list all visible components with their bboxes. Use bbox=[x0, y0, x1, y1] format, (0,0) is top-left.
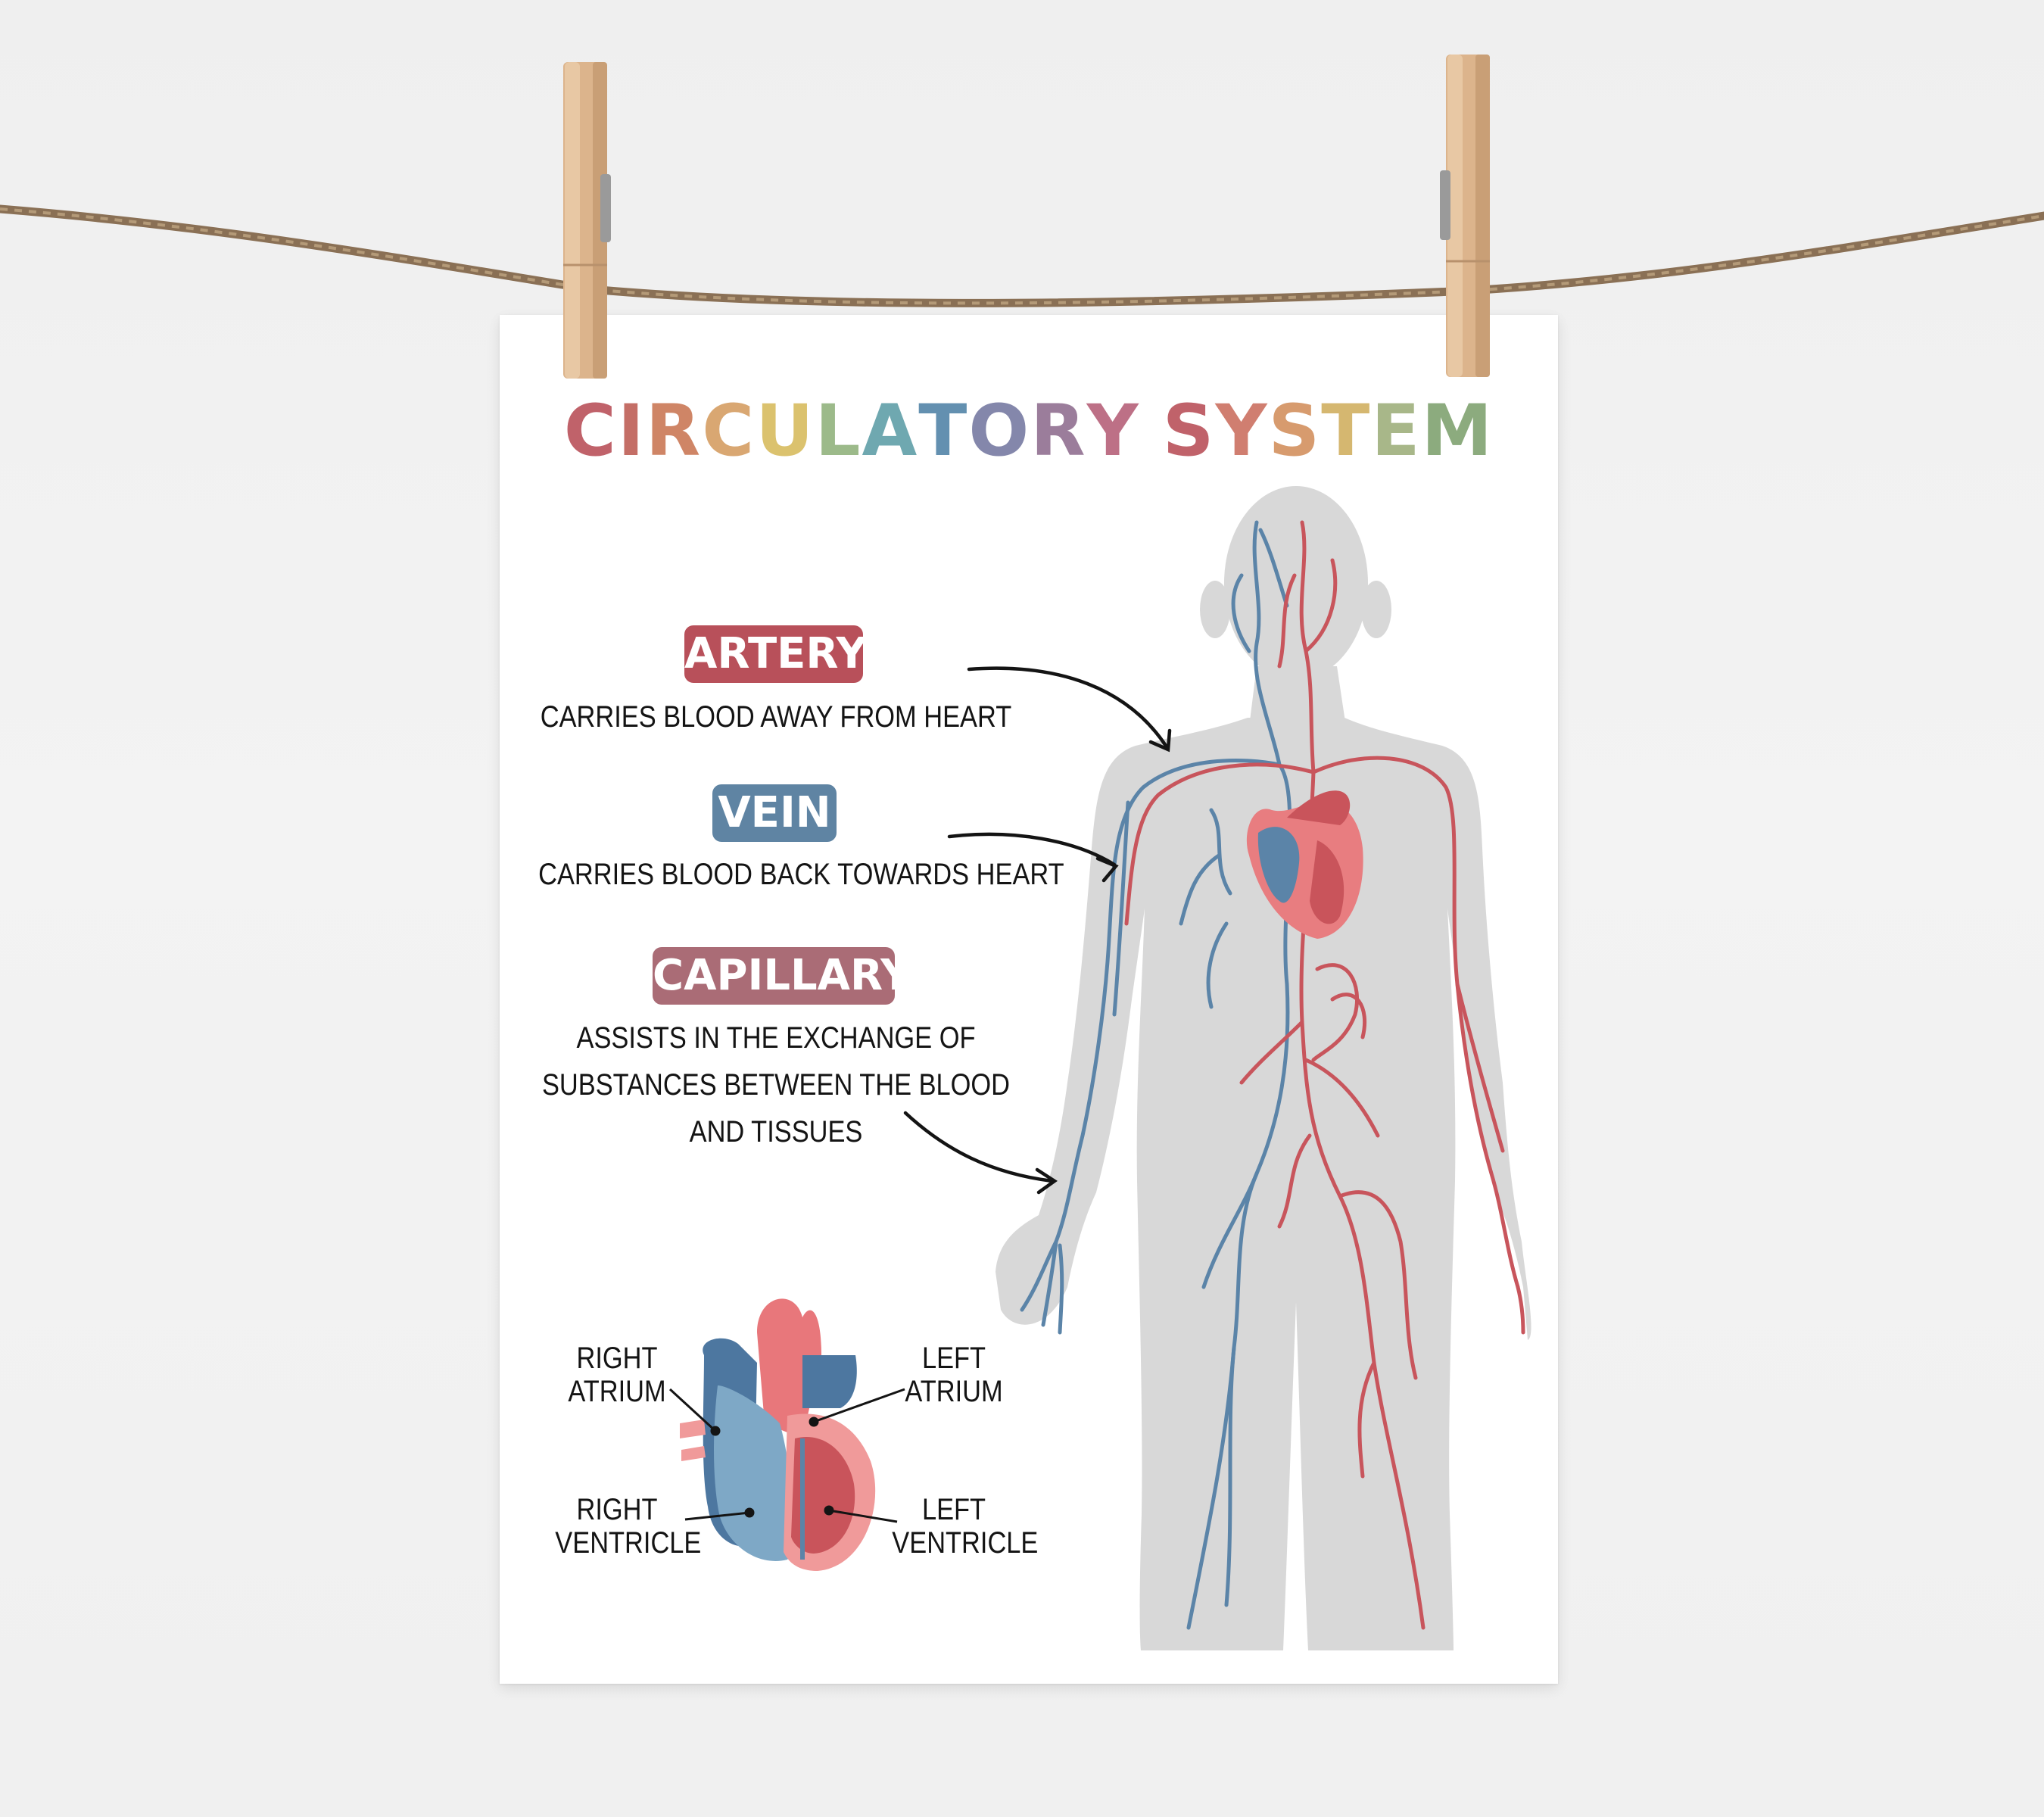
desc-artery: CARRIES BLOOD AWAY FROM HEART bbox=[540, 700, 1012, 734]
label-left-ventricle: LEFT VENTRICLE bbox=[892, 1493, 1039, 1560]
arrow-vein bbox=[947, 832, 1119, 883]
badge-vein: VEIN bbox=[712, 784, 837, 842]
clothespin-right bbox=[1440, 55, 1490, 377]
vein-network bbox=[1020, 520, 1292, 1630]
twine-rope bbox=[0, 204, 2044, 307]
poster-title: CIRCULATORY SYSTEM bbox=[563, 390, 1494, 472]
arrow-artery bbox=[967, 666, 1172, 753]
label-right-ventricle: RIGHT VENTRICLE bbox=[555, 1493, 702, 1560]
badge-capillary: CAPILLARY bbox=[653, 947, 911, 1005]
body-silhouette bbox=[996, 486, 1531, 1650]
artery-network bbox=[1124, 520, 1525, 1630]
heart-label-lines bbox=[668, 1388, 905, 1523]
desc-capillary: ASSISTS IN THE EXCHANGE OF SUBSTANCES BE… bbox=[541, 1021, 1011, 1148]
label-right-atrium: RIGHT ATRIUM bbox=[568, 1342, 666, 1408]
heart-diagram bbox=[680, 1298, 876, 1571]
badge-artery: ARTERY bbox=[684, 625, 867, 683]
desc-vein: CARRIES BLOOD BACK TOWARDS HEART bbox=[538, 858, 1064, 891]
clothespin-left bbox=[563, 62, 611, 379]
arrow-capillary bbox=[903, 1111, 1058, 1195]
label-left-atrium: LEFT ATRIUM bbox=[905, 1342, 1003, 1408]
body-heart bbox=[1246, 790, 1363, 939]
